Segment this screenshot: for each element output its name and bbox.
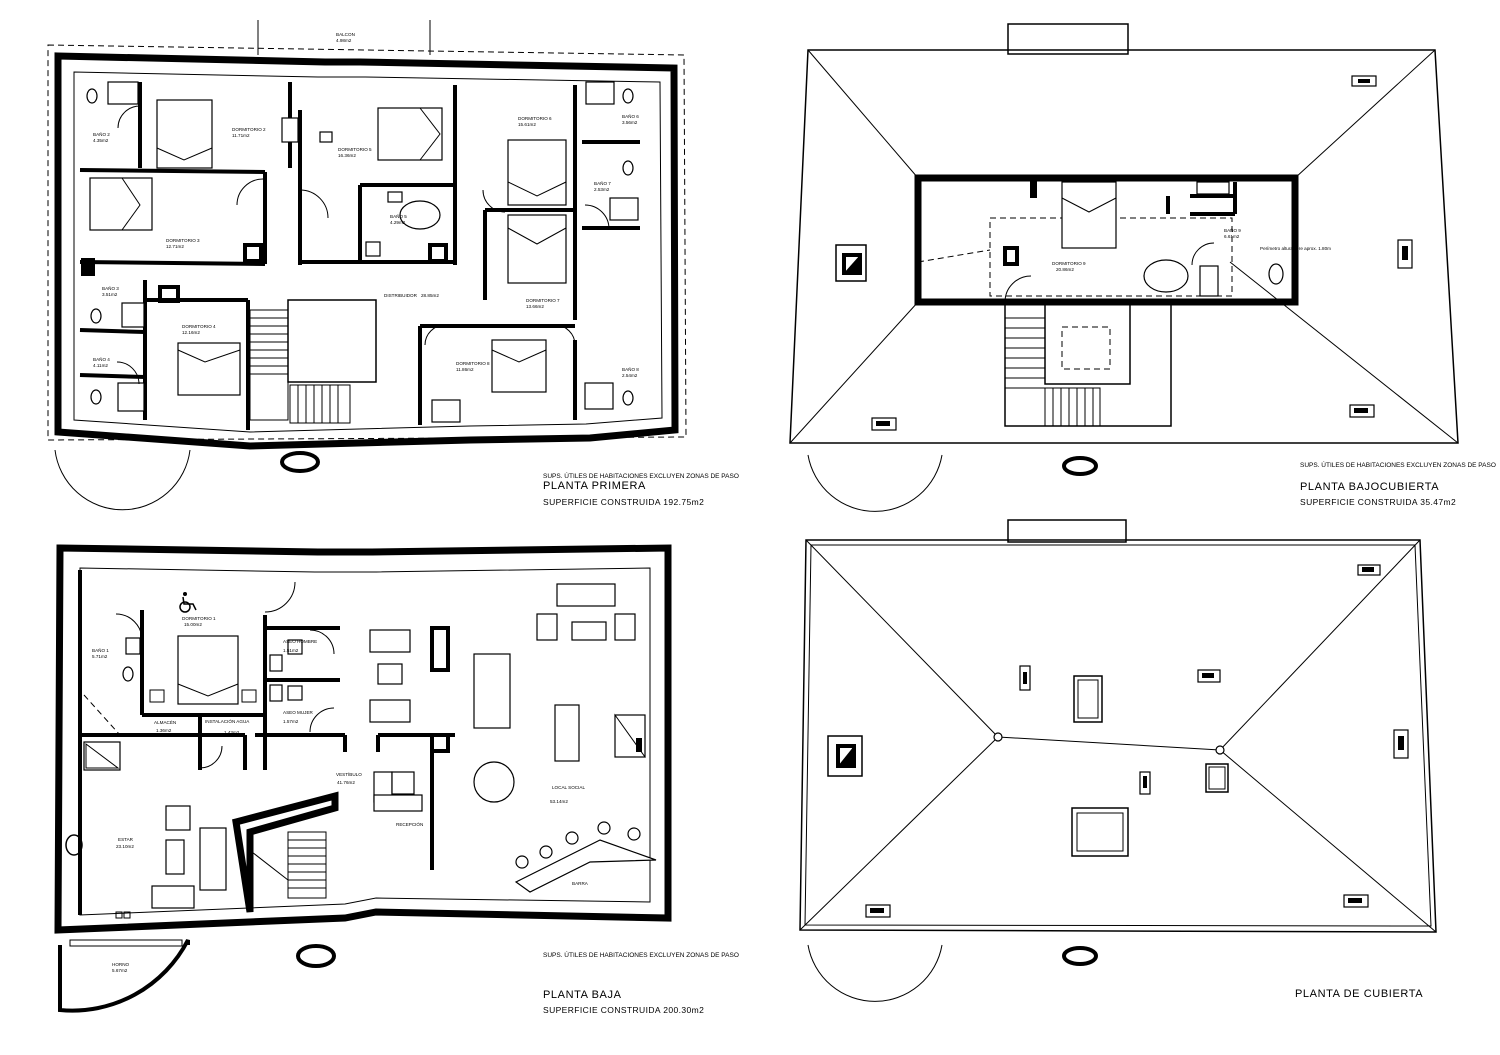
wheelchair-icon <box>179 592 197 613</box>
room-area: 41.76m2 <box>337 780 355 785</box>
room-label: LOCAL SOCIAL <box>552 785 585 790</box>
room-label: DORMITORIO 7 <box>526 298 560 303</box>
room-area: 4.98m2 <box>336 38 352 43</box>
room-label: VESTÍBULO <box>336 771 362 777</box>
plan-planta-primera: BALCON 4.98m2 BAÑO 2 4.35m2 DORMITORIO 2… <box>47 20 739 511</box>
plan-planta-cubierta: PLANTA DE CUBIERTA <box>799 519 1437 1002</box>
plan-area: SUPERFICIE CONSTRUIDA 35.47m2 <box>1300 497 1456 507</box>
plan-title: PLANTA BAJA <box>543 989 622 1001</box>
room-area: 1.51m2 <box>283 648 299 653</box>
room-label: ESTAR <box>118 837 134 842</box>
room-label: BAÑO 3 <box>102 285 119 291</box>
room-area: 5.71m2 <box>92 654 108 659</box>
room-area: 1.36m2 <box>156 728 172 733</box>
room-label: HORNO <box>112 962 130 967</box>
room-label: ASEO MUJER <box>283 710 314 715</box>
room-label: DORMITORIO 3 <box>166 238 200 243</box>
room-label: DISTRIBUIDOR <box>384 293 418 298</box>
room-area: 15.61m2 <box>518 122 536 127</box>
room-label: BALCON <box>336 32 355 37</box>
annotation-text: Perímetro altura libre aprox. 1.80m <box>1260 246 1331 251</box>
room-area: 20.86m2 <box>1056 267 1074 272</box>
plan-planta-baja: DORMITORIO 1 15.00m2 BAÑO 1 5.71m2 ASEO … <box>54 544 739 1015</box>
chimney-icon <box>827 735 863 777</box>
room-label: BAÑO 2 <box>93 131 110 137</box>
room-area: 23.10m2 <box>116 844 134 849</box>
plan-title: PLANTA BAJOCUBIERTA <box>1300 481 1439 493</box>
plan-area: SUPERFICIE CONSTRUIDA 192.75m2 <box>543 497 704 507</box>
plan-note: SUPS. ÚTILES DE HABITACIONES EXCLUYEN ZO… <box>543 471 739 480</box>
room-label: DORMITORIO 1 <box>182 616 216 621</box>
room-label: BAÑO 8 <box>622 366 639 372</box>
room-label: BAÑO 9 <box>1224 227 1241 233</box>
room-area: 15.00m2 <box>184 622 202 627</box>
room-label: BAÑO 5 <box>390 213 407 219</box>
plan-planta-bajocubierta: DORMITORIO 9 20.86m2 BAÑO 9 6.61m2 Perím… <box>789 23 1496 512</box>
plan-area: SUPERFICIE CONSTRUIDA 200.30m2 <box>543 1005 704 1015</box>
room-area: 3.51m2 <box>102 292 118 297</box>
plan-note: SUPS. ÚTILES DE HABITACIONES EXCLUYEN ZO… <box>543 950 739 959</box>
bed-icon <box>156 99 213 169</box>
room-label: BAÑO 6 <box>622 113 639 119</box>
room-area: 53.14m2 <box>550 799 568 804</box>
room-label: DORMITORIO 4 <box>182 324 216 329</box>
room-label: DORMITORIO 8 <box>456 361 490 366</box>
room-area: 1.43m2 <box>224 730 240 735</box>
room-area: 2.53m2 <box>594 187 610 192</box>
room-area: 4.11m2 <box>93 363 108 368</box>
room-label: ALMACÉN <box>154 719 176 725</box>
room-label: DORMITORIO 9 <box>1052 261 1086 266</box>
room-label: DORMITORIO 5 <box>338 147 372 152</box>
chimney-icon <box>835 244 867 282</box>
room-label: ASEO HOMBRE <box>283 639 317 644</box>
room-label: BAÑO 4 <box>93 356 110 362</box>
room-area: 28.85m2 <box>421 293 439 298</box>
plan-title: PLANTA PRIMERA <box>543 480 646 492</box>
room-area: 4.29m2 <box>390 220 406 225</box>
plan-title: PLANTA DE CUBIERTA <box>1295 988 1423 1000</box>
area-label: RECEPCIÓN <box>396 821 423 827</box>
room-area: 12.16m2 <box>182 330 200 335</box>
room-label: DORMITORIO 6 <box>518 116 552 121</box>
plan-note: SUPS. ÚTILES DE HABITACIONES EXCLUYEN ZO… <box>1300 460 1496 469</box>
area-label: BARRA <box>572 881 589 886</box>
room-label: BAÑO 7 <box>594 180 611 186</box>
room-label: INSTALACIÓN AGUA <box>205 718 250 724</box>
room-area: 12.71m2 <box>166 244 184 249</box>
room-area: 4.35m2 <box>93 138 109 143</box>
room-label: DORMITORIO 2 <box>232 127 266 132</box>
room-area: 5.67m2 <box>112 968 128 973</box>
room-area: 13.66m2 <box>526 304 544 309</box>
room-area: 6.61m2 <box>1224 234 1240 239</box>
room-area: 3.56m2 <box>622 120 638 125</box>
room-area: 2.54m2 <box>622 373 638 378</box>
room-label: BAÑO 1 <box>92 647 109 653</box>
room-area: 16.36m2 <box>338 153 356 158</box>
room-area: 11.86m2 <box>456 367 474 372</box>
room-area: 1.57m2 <box>283 719 299 724</box>
room-area: 11.71m2 <box>232 133 250 138</box>
